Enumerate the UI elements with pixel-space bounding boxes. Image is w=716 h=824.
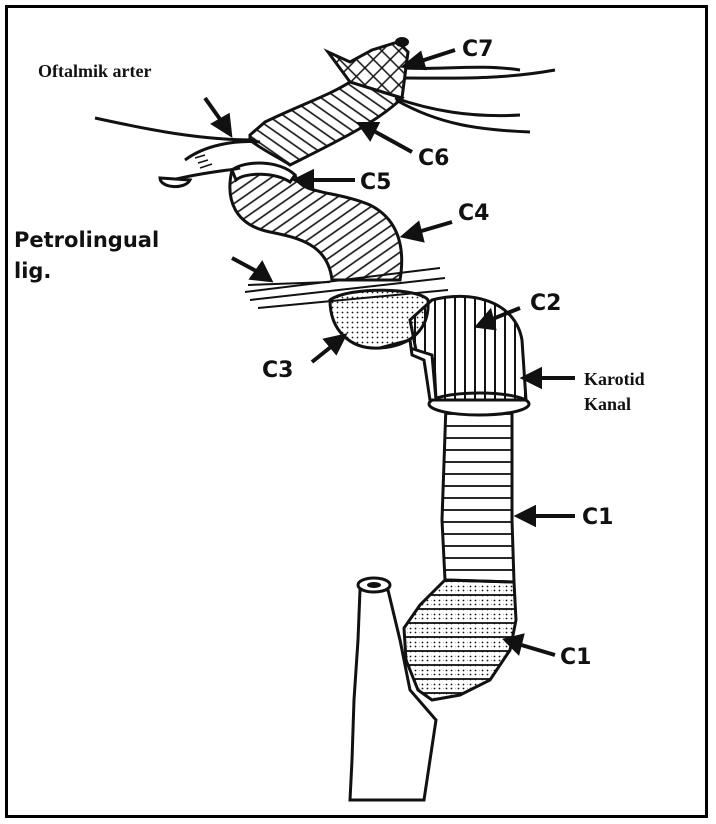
label-kanal: Kanal	[584, 394, 631, 414]
label-oftalmik-arter: Oftalmik arter	[38, 61, 151, 81]
segment-c1-bulb	[404, 580, 516, 700]
label-c3: C3	[262, 358, 293, 383]
label-c5: C5	[360, 170, 391, 195]
label-c4: C4	[458, 201, 489, 226]
label-c1-upper: C1	[582, 505, 613, 530]
label-c6: C6	[418, 146, 449, 171]
label-c7: C7	[462, 37, 493, 62]
label-c2: C2	[530, 291, 561, 316]
segment-c1-cervical	[442, 405, 514, 582]
label-petrolingual: Petrolingual	[14, 228, 159, 252]
label-karotid: Karotid	[584, 369, 645, 389]
label-petrolingual-lig: lig.	[14, 259, 51, 283]
label-c1-lower: C1	[560, 645, 591, 670]
c7-branches	[395, 67, 555, 132]
